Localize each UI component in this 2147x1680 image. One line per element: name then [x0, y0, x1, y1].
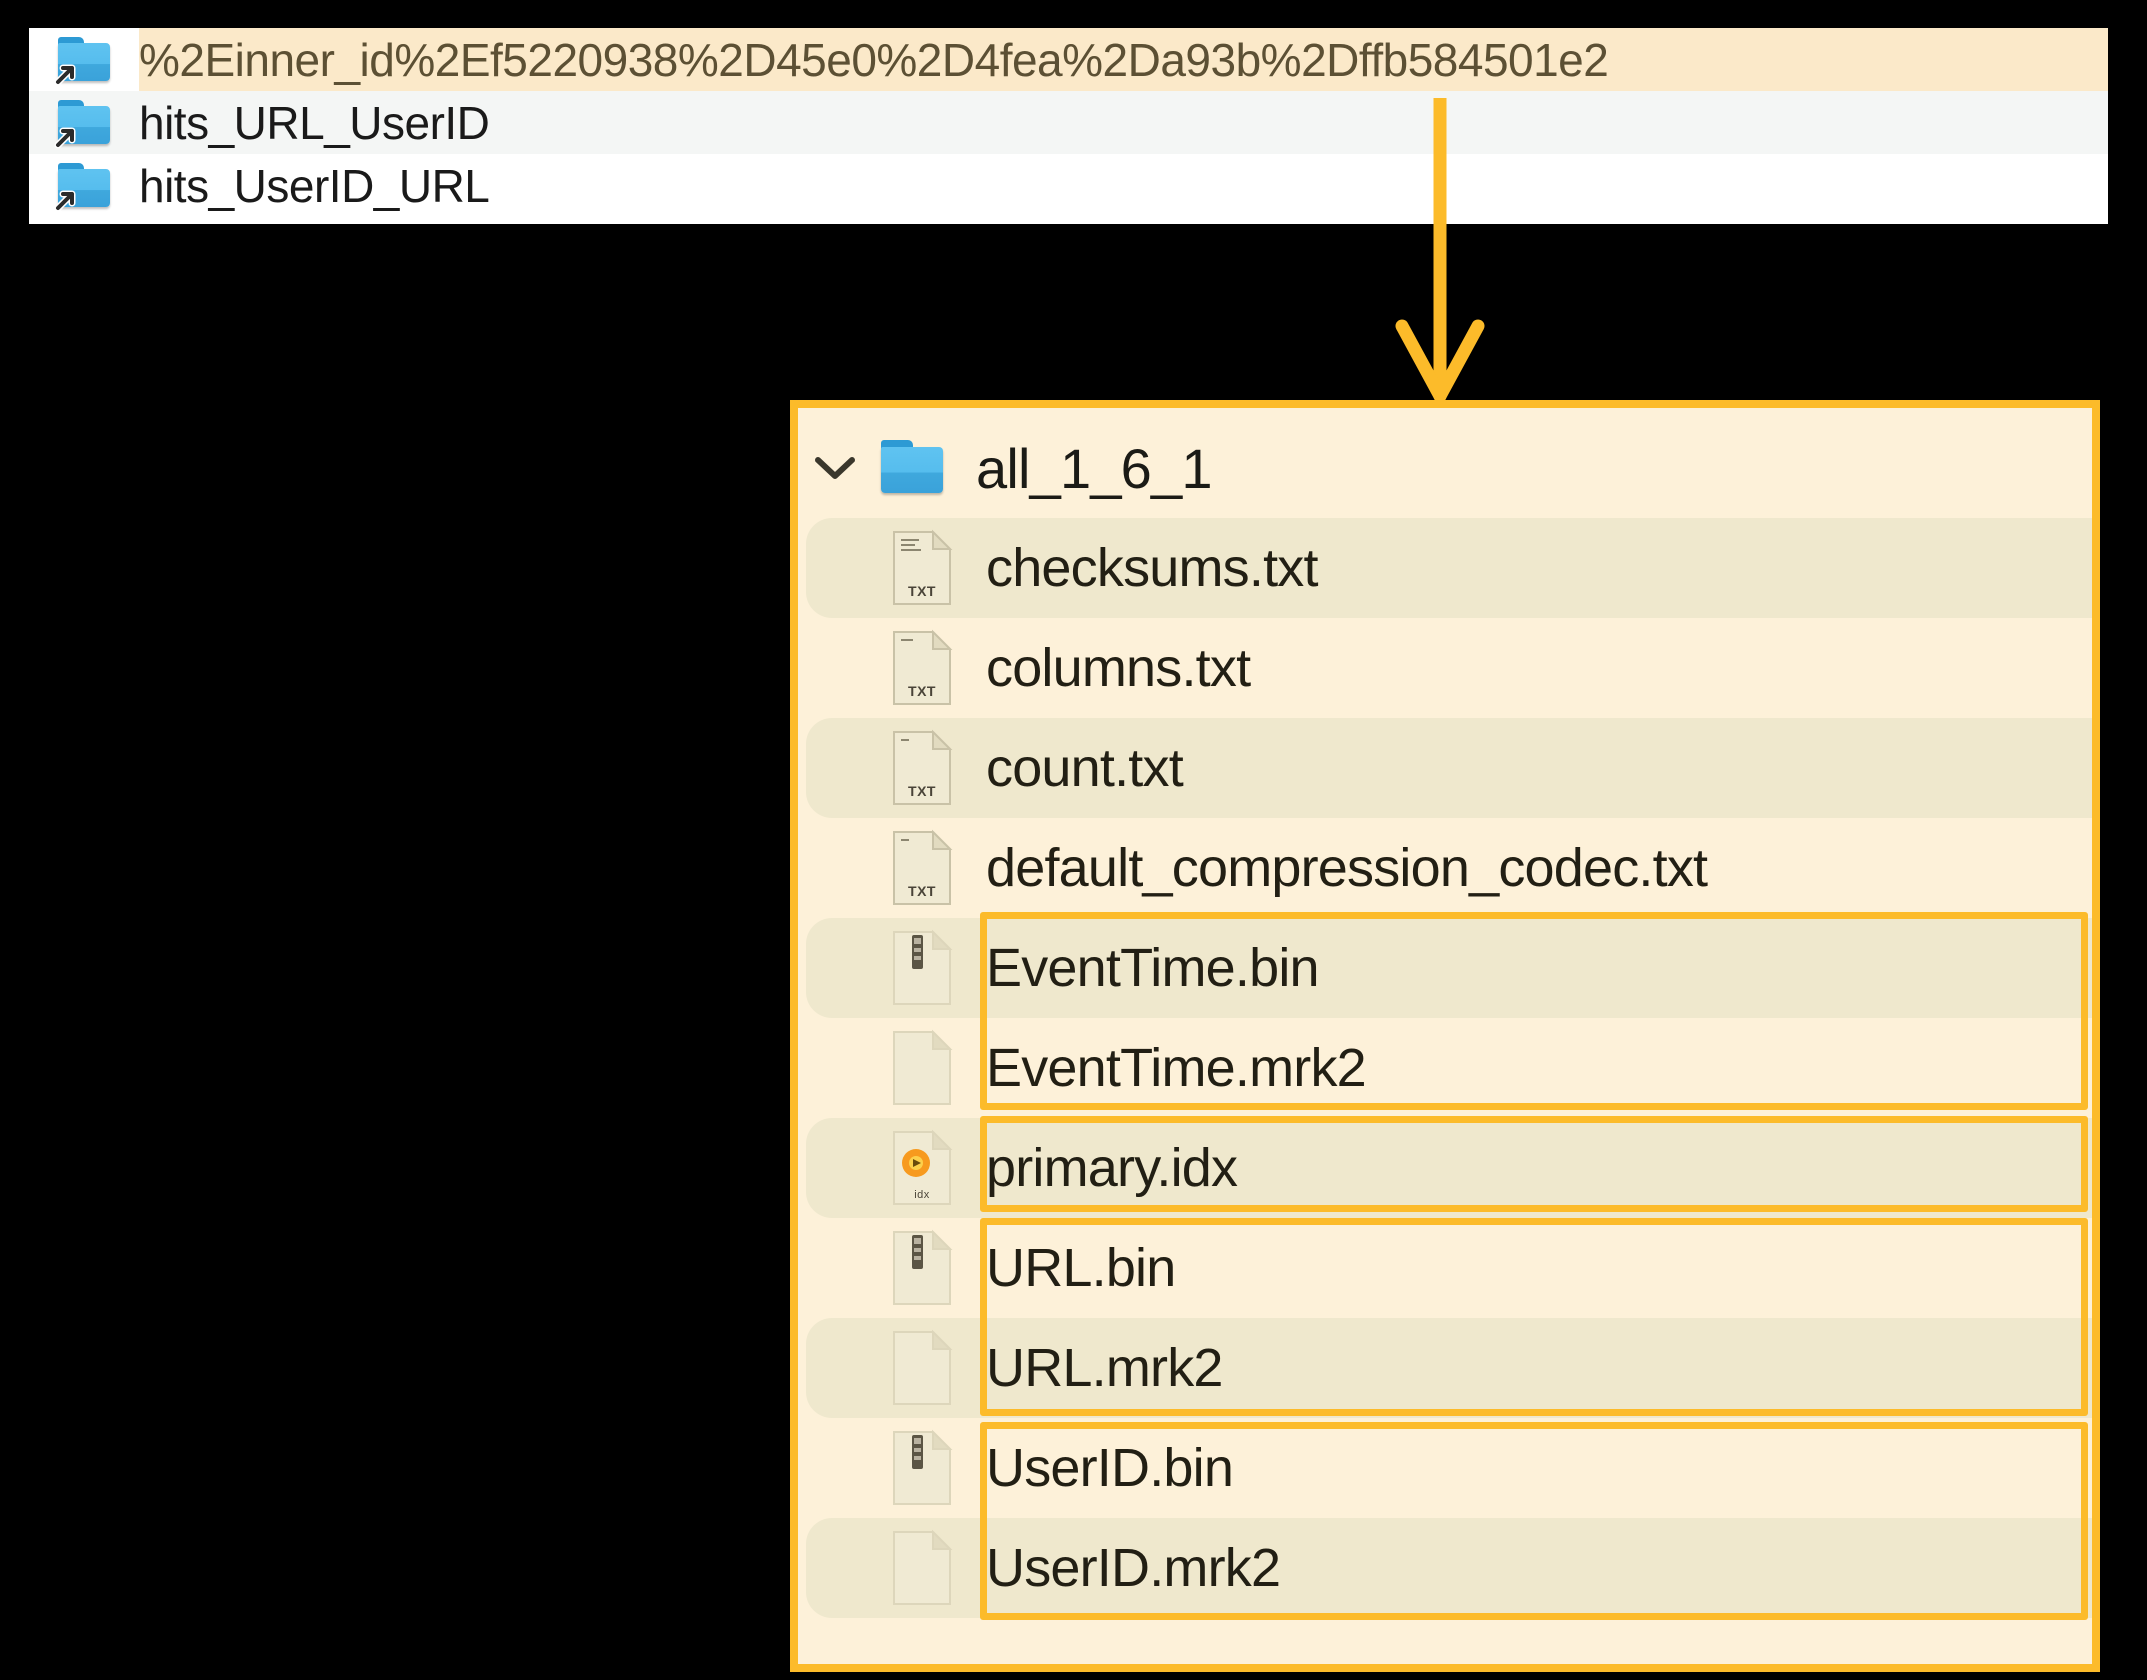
list-item-label: default_compression_codec.txt	[986, 838, 1708, 898]
list-item[interactable]: EventTime.mrk2	[798, 1018, 2092, 1118]
list-item[interactable]: URL.bin	[798, 1218, 2092, 1318]
list-item-label: EventTime.mrk2	[986, 1038, 1367, 1098]
txt-file-icon: TXT	[872, 829, 972, 907]
list-item-label: URL.bin	[986, 1238, 1176, 1298]
blank-file-icon	[872, 1529, 972, 1607]
list-item[interactable]: UserID.bin	[798, 1418, 2092, 1518]
folder-shortcut-icon	[29, 91, 139, 154]
blank-file-icon	[872, 1029, 972, 1107]
chevron-down-icon[interactable]	[798, 453, 872, 483]
folder-icon	[862, 440, 962, 496]
list-item-label: columns.txt	[986, 638, 1251, 698]
shortcut-overlay-icon	[54, 64, 76, 85]
list-item-label: count.txt	[986, 738, 1184, 798]
bin-file-icon	[872, 929, 972, 1007]
svg-text:idx: idx	[914, 1189, 930, 1201]
symlink-folder-list[interactable]: %2Einner_id%2Ef5220938%2D45e0%2D4fea%2Da…	[29, 28, 2108, 224]
list-item-label: UserID.bin	[986, 1438, 1234, 1498]
txt-file-icon: TXT	[872, 729, 972, 807]
svg-text:TXT: TXT	[908, 783, 936, 799]
folder-shortcut-icon	[29, 154, 139, 217]
list-item-label: hits_UserID_URL	[139, 159, 490, 212]
bin-file-icon	[872, 1229, 972, 1307]
list-item[interactable]: TXT default_compression_codec.txt	[798, 818, 2092, 918]
list-item[interactable]: EventTime.bin	[798, 918, 2092, 1018]
folder-shortcut-icon	[29, 28, 139, 91]
list-item[interactable]: %2Einner_id%2Ef5220938%2D45e0%2D4fea%2Da…	[29, 28, 2108, 91]
list-item-label: UserID.mrk2	[986, 1538, 1281, 1598]
svg-text:TXT: TXT	[908, 683, 936, 699]
list-item[interactable]: URL.mrk2	[798, 1318, 2092, 1418]
shortcut-overlay-icon	[54, 127, 76, 148]
file-list[interactable]: all_1_6_1 TXT checksums.txt	[798, 408, 2092, 1620]
svg-text:TXT: TXT	[908, 883, 936, 899]
list-item[interactable]: hits_UserID_URL	[29, 154, 2108, 217]
svg-text:TXT: TXT	[908, 583, 936, 599]
shortcut-overlay-icon	[54, 190, 76, 211]
list-item[interactable]: TXT count.txt	[798, 718, 2092, 818]
list-item-label: hits_URL_UserID	[139, 96, 490, 149]
list-item-label: checksums.txt	[986, 538, 1319, 598]
list-item-label: primary.idx	[986, 1138, 1238, 1198]
list-item[interactable]: idx primary.idx	[798, 1118, 2092, 1218]
blank-file-icon	[872, 1329, 972, 1407]
folder-label: all_1_6_1	[976, 436, 1213, 500]
txt-file-icon: TXT	[872, 629, 972, 707]
txt-file-icon: TXT	[872, 529, 972, 607]
list-item-label: EventTime.bin	[986, 938, 1320, 998]
list-item[interactable]: TXT columns.txt	[798, 618, 2092, 718]
list-item[interactable]: TXT checksums.txt	[798, 518, 2092, 618]
idx-file-icon: idx	[872, 1129, 972, 1207]
data-part-contents[interactable]: all_1_6_1 TXT checksums.txt	[790, 400, 2100, 1672]
bin-file-icon	[872, 1429, 972, 1507]
list-item-label: URL.mrk2	[986, 1338, 1223, 1398]
list-item[interactable]: hits_URL_UserID	[29, 91, 2108, 154]
list-item-folder[interactable]: all_1_6_1	[798, 418, 2092, 518]
list-item-label: %2Einner_id%2Ef5220938%2D45e0%2D4fea%2Da…	[139, 28, 2108, 91]
list-item[interactable]: UserID.mrk2	[798, 1518, 2092, 1618]
